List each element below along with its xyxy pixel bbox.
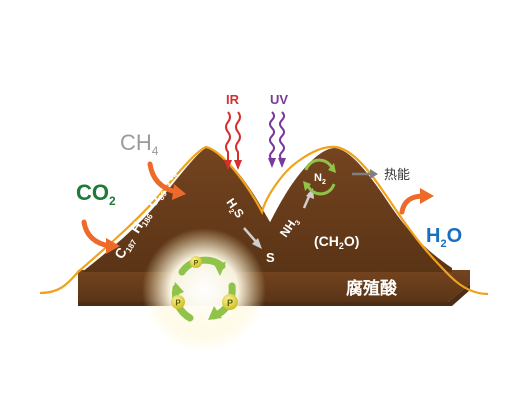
h2o-label: H2O <box>426 225 462 250</box>
cycle-glow <box>142 228 266 352</box>
co2-arrow <box>81 219 120 254</box>
ch4-label: CH4 <box>120 130 159 158</box>
heat-label: 热能 <box>384 167 410 182</box>
svg-text:C187 H186 O89: C187 H186 O89 N9 S1 <box>111 149 192 264</box>
n2-label: N2 <box>314 172 326 186</box>
ch4-arrow <box>147 161 186 200</box>
ir-arrowhead <box>234 160 242 170</box>
h2s-to-s-arrow <box>243 227 262 249</box>
ir-arrowhead <box>224 160 232 170</box>
left-mountain <box>82 148 300 272</box>
soil-base-side <box>78 284 470 306</box>
ir-rays <box>225 111 241 160</box>
uv-arrowhead <box>268 158 276 168</box>
outline-curve <box>39 145 489 296</box>
sulfur-label: S <box>266 250 275 265</box>
n2-cycle: N2 <box>303 158 336 196</box>
phosphorus-atom-right: P <box>222 294 238 310</box>
co2-label: CO2 <box>76 180 116 208</box>
ch2o-label: (CH2O) <box>314 233 359 251</box>
uv-arrowhead <box>278 158 286 168</box>
h2o-arrow <box>399 188 434 215</box>
phosphorus-atom-left: P <box>171 295 185 309</box>
formula-count: 1 <box>181 153 191 162</box>
right-mountain <box>248 148 452 272</box>
uv-rays <box>269 111 285 164</box>
humic-formula: C187 H186 O89 N9 S1 <box>111 149 192 264</box>
humic-acid-label: 腐殖酸 <box>346 278 398 298</box>
phosphorus-atom-top: P <box>190 256 202 268</box>
p-label: P <box>194 260 199 267</box>
soil-base <box>78 270 470 302</box>
uv-label: UV <box>270 92 288 107</box>
p-label: P <box>227 298 233 308</box>
p-label: P <box>175 299 181 308</box>
formula-count: 9 <box>170 171 180 180</box>
ir-label: IR <box>226 92 240 107</box>
heat-arrow <box>352 169 378 179</box>
